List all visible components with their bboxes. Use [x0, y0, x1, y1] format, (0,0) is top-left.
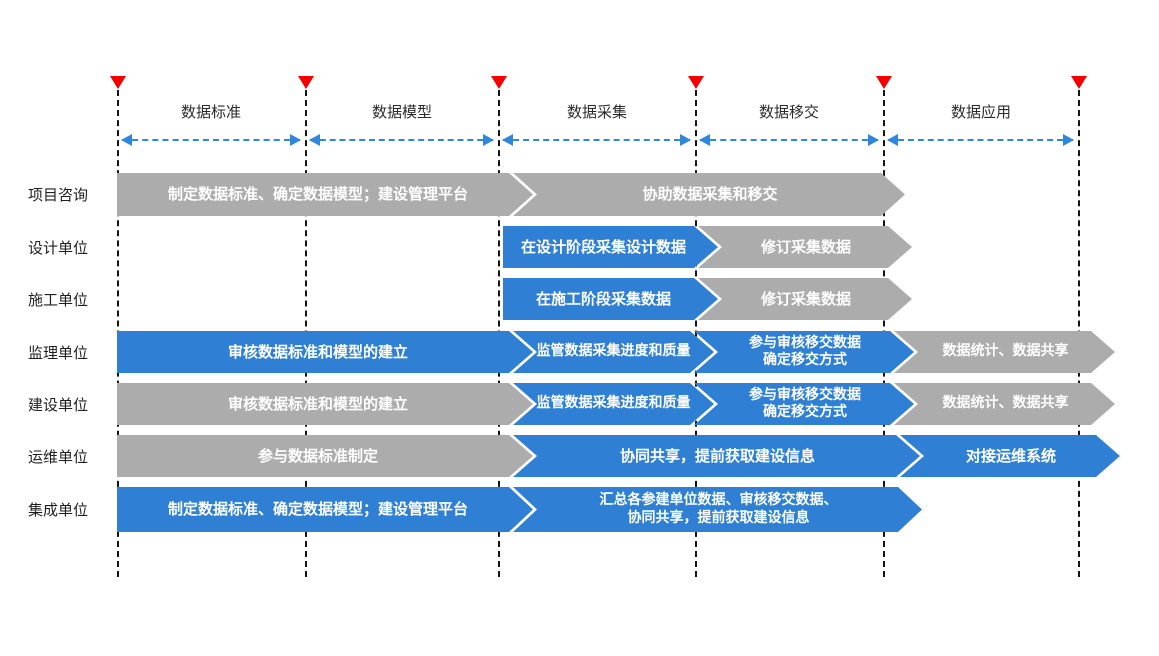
- phase-label: 数据模型: [371, 103, 432, 121]
- task-bar: 汇总各参建单位数据、审核移交数据、 协同共享，提前获取建设信息: [513, 487, 922, 532]
- row-label-supervision-unit: 监理单位: [28, 343, 89, 362]
- row-label-operation-unit: 运维单位: [28, 447, 89, 466]
- task-bar: 在设计阶段采集设计数据: [503, 226, 718, 268]
- milestone-marker-icon: [110, 76, 126, 89]
- milestone-marker-icon: [298, 76, 314, 89]
- phase-label: 数据应用: [950, 103, 1011, 121]
- phase-span-arrow: [309, 134, 494, 146]
- task-bar: 数据统计、数据共享: [894, 331, 1115, 373]
- row-label-project-consulting: 项目咨询: [28, 186, 89, 204]
- row-label-owner-unit: 建设单位: [28, 395, 89, 414]
- task-bar: 制定数据标准、确定数据模型；建设管理平台: [117, 173, 533, 216]
- task-bar: 参与审核移交数据 确定移交方式: [694, 331, 914, 373]
- task-bar: 对接运维系统: [900, 435, 1120, 477]
- phase-label: 数据移交: [758, 103, 819, 121]
- phase-span-arrow: [502, 134, 691, 146]
- task-bar: 参与审核移交数据 确定移交方式: [694, 383, 914, 425]
- phase-boundary-line: [695, 90, 697, 577]
- task-bar: 监管数据采集进度和质量: [513, 383, 714, 425]
- row-label-design-unit: 设计单位: [28, 238, 89, 257]
- milestone-marker-icon: [1071, 76, 1087, 89]
- task-bar: 监管数据采集进度和质量: [513, 331, 714, 373]
- task-bar: 在施工阶段采集数据: [503, 278, 718, 320]
- phase-label: 数据标准: [180, 103, 241, 121]
- phase-span-arrow: [887, 134, 1074, 146]
- task-bar: 修订采集数据: [698, 226, 912, 268]
- task-bar: 修订采集数据: [698, 278, 912, 320]
- task-bar: 协助数据采集和移交: [513, 173, 905, 216]
- task-bar: 审核数据标准和模型的建立: [117, 331, 533, 373]
- task-bar: 协同共享，提前获取建设信息: [513, 435, 920, 477]
- task-bar: 参与数据标准制定: [117, 435, 533, 477]
- phase-span-arrow: [699, 134, 879, 146]
- milestone-marker-icon: [876, 76, 892, 89]
- row-label-integration-unit: 集成单位: [28, 501, 89, 519]
- row-label-construction-unit: 施工单位: [28, 290, 89, 309]
- task-bar: 审核数据标准和模型的建立: [117, 383, 533, 425]
- milestone-marker-icon: [688, 76, 704, 89]
- milestone-marker-icon: [491, 76, 507, 89]
- task-bar: 制定数据标准、确定数据模型；建设管理平台: [117, 487, 533, 532]
- phase-label: 数据采集: [566, 103, 627, 121]
- task-bar: 数据统计、数据共享: [894, 383, 1115, 425]
- phase-span-arrow: [121, 134, 301, 146]
